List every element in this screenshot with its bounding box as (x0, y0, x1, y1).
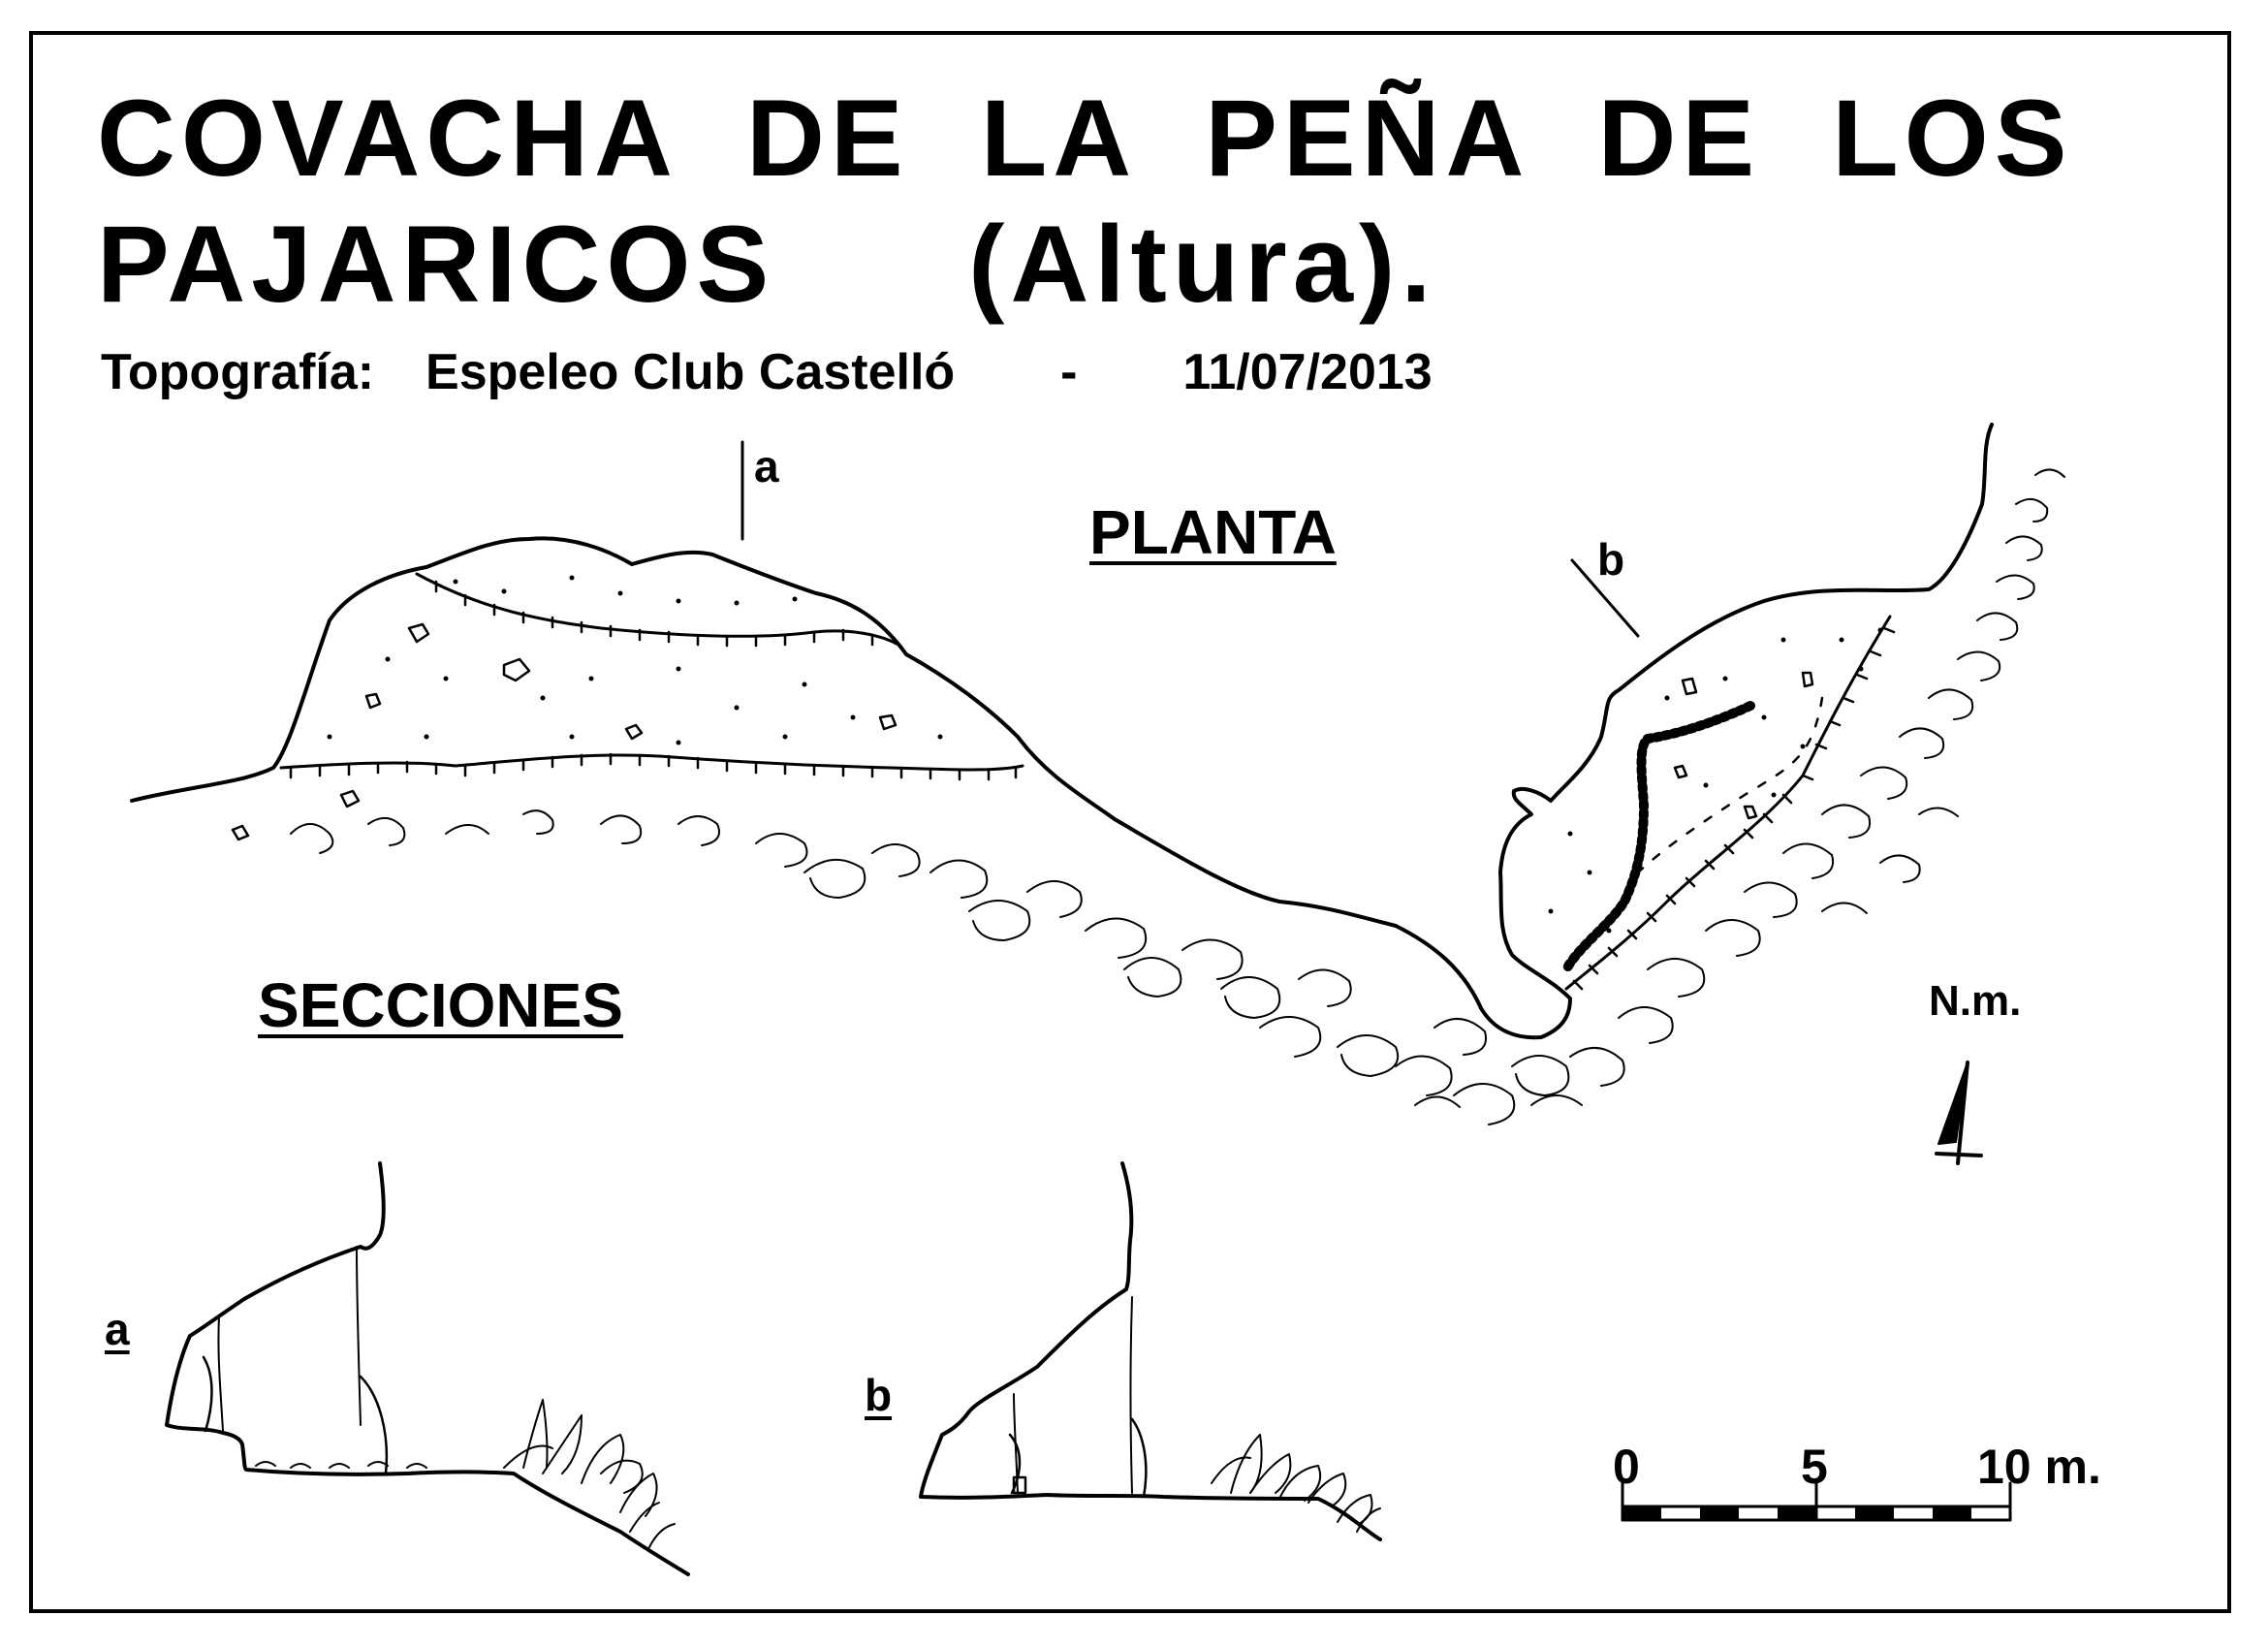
plan-boulders (231, 622, 1814, 841)
plan-section-a-label: a (754, 441, 779, 491)
plan-view (130, 423, 2065, 1165)
section-a-niche (359, 1375, 389, 1475)
map-frame (29, 31, 2231, 1613)
section-b-block (1012, 1475, 1027, 1495)
title-municipality: (Altura). (968, 204, 1437, 325)
plan-ledge-upper (415, 572, 898, 646)
section-b-label: b (865, 1370, 893, 1420)
section-b-outline (919, 1161, 1382, 1541)
plan-dripline-lower-ticks (289, 752, 1018, 781)
plan-dripline-lower (279, 753, 1024, 772)
plan-right-dripline (1564, 615, 1892, 991)
title-cave-name-end: PAJARICOS (97, 204, 775, 325)
scale-tick-5: 5 (1801, 1440, 1828, 1494)
section-a-outline (165, 1161, 690, 1576)
plan-section-b-label: b (1597, 534, 1625, 585)
plan-section-b-line (1570, 558, 1640, 638)
plan-outline (130, 423, 1994, 1040)
plan-stone-wall (1561, 701, 1755, 974)
scale-tick-0: 0 (1613, 1440, 1640, 1494)
scale-bar (1621, 1481, 2012, 1522)
sections-heading: SECCIONES (258, 970, 623, 1040)
north-arrow-icon (1935, 1061, 1983, 1165)
section-b-drip-2 (1129, 1296, 1133, 1494)
credit-label: Topografía: (101, 344, 375, 400)
section-b-niche (1130, 1417, 1148, 1499)
map-title: COVACHA DE LA PEÑA DE LOS PAJARICOS (Altu… (97, 76, 2073, 328)
title-line-1: COVACHA DE LA PEÑA DE LOS (97, 78, 2073, 199)
north-label: N.m. (1929, 977, 2022, 1025)
credit-separator: - (1060, 344, 1078, 400)
scale-bar-ticks (1621, 1481, 2012, 1522)
section-a-drip-1 (217, 1315, 224, 1432)
section-a-floor-blocks (255, 1461, 427, 1469)
section-b-vegetation (1211, 1434, 1381, 1533)
section-a-drip-2 (356, 1246, 362, 1426)
section-a-label: a (105, 1304, 130, 1354)
title-line-2: PAJARICOS (Altura). (97, 202, 2073, 328)
credit-date: 11/07/2013 (1182, 344, 1433, 400)
survey-credit: Topografía: Espeleo Club Castelló - 11/0… (101, 343, 1433, 401)
plan-vegetation (290, 468, 2065, 1125)
plan-stipple (327, 575, 1883, 934)
section-a-niche-left (202, 1355, 213, 1433)
credit-club: Espeleo Club Castelló (425, 344, 956, 400)
plan-ledge-upper-ticks (434, 580, 874, 648)
plan-right-dripline-ticks (1572, 626, 1896, 991)
plan-heading: PLANTA (1089, 497, 1337, 567)
section-b-profile (919, 1161, 1382, 1541)
scale-tick-10: 10 m. (1977, 1440, 2101, 1494)
section-a-vegetation (503, 1399, 676, 1548)
section-a-profile (165, 1161, 690, 1576)
plan-right-ledge (1636, 696, 1824, 874)
